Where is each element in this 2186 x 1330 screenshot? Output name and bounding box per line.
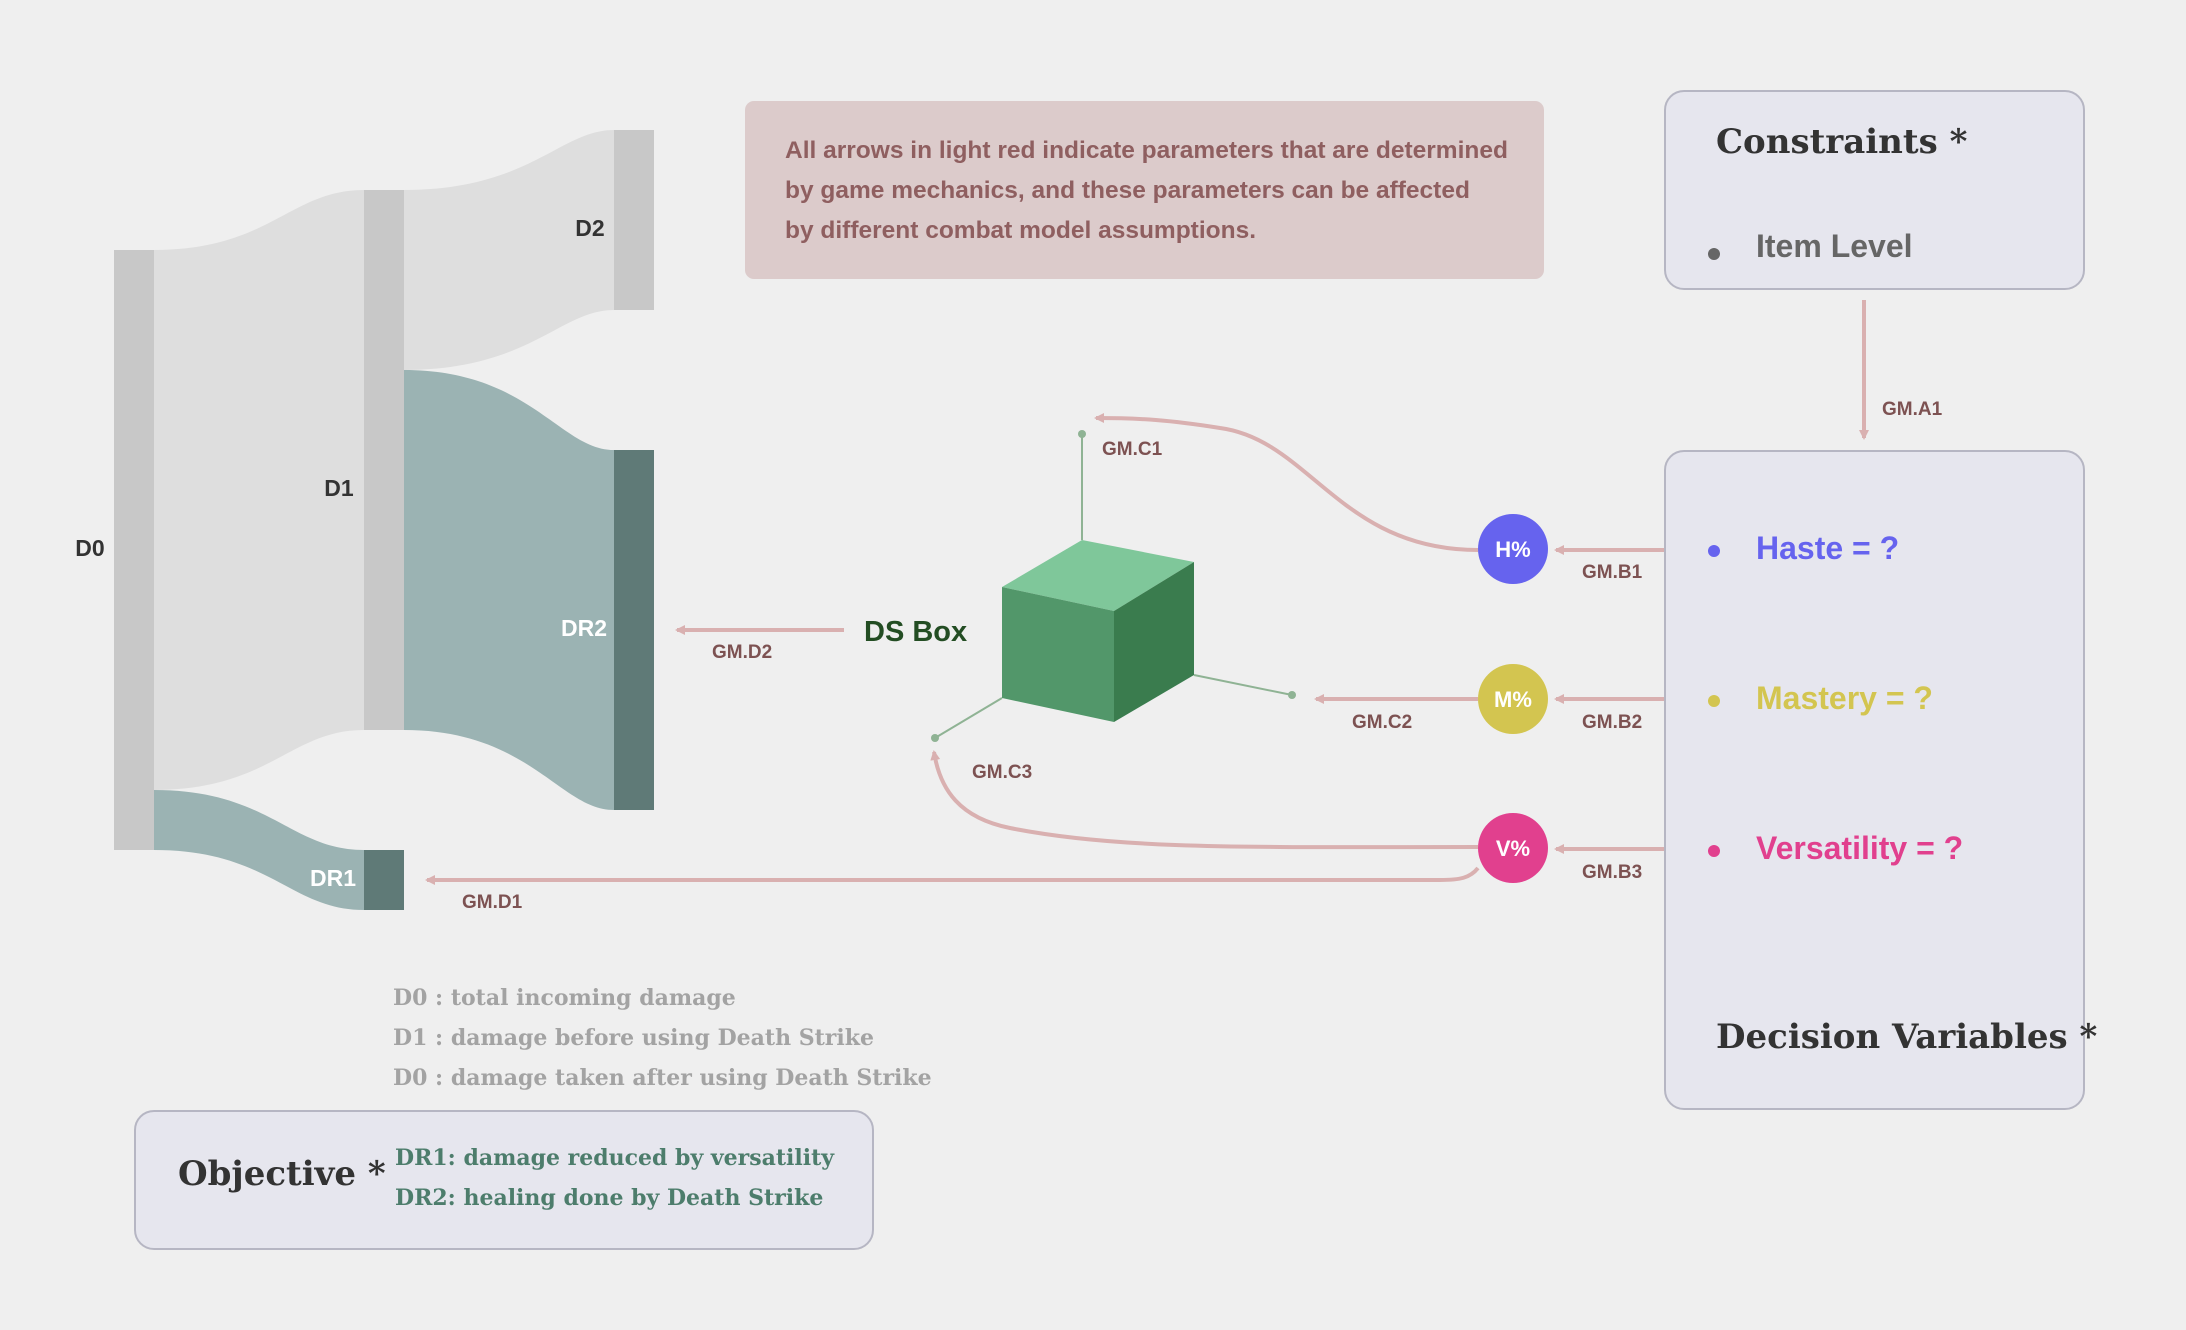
sankey-label-d1: D1 bbox=[324, 475, 354, 501]
decision-var-haste: Haste = ? bbox=[1756, 530, 1900, 566]
decision-variables-card: Haste = ? Mastery = ? Versatility = ? De… bbox=[1664, 450, 2097, 1110]
cube-left-face bbox=[1002, 587, 1114, 722]
cube-right-face bbox=[1114, 562, 1194, 722]
sankey-diagram: D0 D1 D2 DR2 DR1 bbox=[75, 130, 654, 910]
label-gm-b2: GM.B2 bbox=[1582, 712, 1642, 733]
label-gm-d1: GM.D1 bbox=[462, 892, 523, 913]
sankey-label-d2: D2 bbox=[575, 215, 604, 241]
bullet-dot-icon bbox=[1708, 545, 1720, 557]
sankey-node-dr2 bbox=[614, 450, 654, 810]
decision-variables-title: Decision Variables * bbox=[1716, 1017, 2098, 1057]
mechanics-note: All arrows in light red indicate paramet… bbox=[745, 101, 1544, 279]
node-haste: H% bbox=[1478, 514, 1548, 584]
note-line: by game mechanics, and these parameters … bbox=[785, 177, 1470, 204]
node-versatility: V% bbox=[1478, 813, 1548, 883]
node-haste-circle bbox=[1478, 514, 1548, 584]
flow-d1-dr2 bbox=[404, 370, 614, 810]
cube-axis-c3 bbox=[934, 697, 1003, 739]
bullet-dot-icon bbox=[1708, 248, 1720, 260]
note-line: All arrows in light red indicate paramet… bbox=[785, 137, 1508, 164]
legend-d1: D1 : damage before using Death Strike bbox=[393, 1025, 874, 1051]
objective-card: Objective * DR1: damage reduced by versa… bbox=[134, 1110, 874, 1250]
sankey-node-d2 bbox=[614, 130, 654, 310]
label-gm-d2: GM.D2 bbox=[712, 642, 772, 663]
sankey-node-d0 bbox=[114, 250, 154, 850]
bullet-dot-icon bbox=[1708, 695, 1720, 707]
node-versatility-label: V% bbox=[1496, 836, 1530, 861]
node-versatility-circle bbox=[1478, 813, 1548, 883]
ds-box-cube-icon bbox=[931, 430, 1296, 742]
label-gm-a1: GM.A1 bbox=[1882, 399, 1943, 420]
cube-top-face bbox=[1002, 540, 1194, 611]
label-gm-c3: GM.C3 bbox=[972, 762, 1032, 783]
objective-dr1: DR1: damage reduced by versatility bbox=[395, 1145, 835, 1171]
arrows bbox=[425, 300, 1869, 885]
label-gm-c2: GM.C2 bbox=[1352, 712, 1412, 733]
cube-axis-c2-dot bbox=[1288, 691, 1296, 699]
legend-d0: D0 : total incoming damage bbox=[393, 985, 736, 1011]
node-mastery-circle bbox=[1478, 664, 1548, 734]
decision-var-mastery: Mastery = ? bbox=[1756, 680, 1933, 716]
legend-d0-after: D0 : damage taken after using Death Stri… bbox=[393, 1065, 932, 1091]
node-haste-label: H% bbox=[1495, 537, 1530, 562]
flow-d0-d1 bbox=[154, 190, 364, 790]
label-gm-b3: GM.B3 bbox=[1582, 862, 1642, 883]
flow-d1-d2 bbox=[404, 130, 614, 370]
cube-axis-c3-dot bbox=[931, 734, 939, 742]
arrow-gm-c1 bbox=[1094, 413, 1479, 552]
cube-axis-c1-dot bbox=[1078, 430, 1086, 438]
decision-var-versatility: Versatility = ? bbox=[1756, 830, 1964, 866]
ds-box-label: DS Box bbox=[864, 616, 967, 648]
bullet-dot-icon bbox=[1708, 845, 1720, 857]
objective-dr2: DR2: healing done by Death Strike bbox=[395, 1185, 824, 1211]
node-mastery: M% bbox=[1478, 664, 1548, 734]
note-line: by different combat model assumptions. bbox=[785, 217, 1257, 244]
sankey-label-dr1: DR1 bbox=[310, 865, 356, 891]
flow-d0-dr1 bbox=[154, 790, 364, 910]
sankey-label-d0: D0 bbox=[75, 535, 104, 561]
arrow-gm-c3 bbox=[930, 750, 1479, 850]
constraint-item-level: Item Level bbox=[1756, 228, 1913, 264]
constraints-title: Constraints * bbox=[1716, 122, 1968, 162]
constraints-card: Constraints * Item Level bbox=[1664, 90, 2085, 290]
objective-title: Objective * bbox=[178, 1154, 386, 1194]
node-mastery-label: M% bbox=[1494, 687, 1532, 712]
label-gm-c1: GM.C1 bbox=[1102, 439, 1163, 460]
sankey-label-dr2: DR2 bbox=[561, 615, 607, 641]
sankey-node-dr1 bbox=[364, 850, 404, 910]
label-gm-b1: GM.B1 bbox=[1582, 562, 1643, 583]
cube-axis-c2 bbox=[1193, 674, 1293, 696]
arrow-gm-d1 bbox=[425, 866, 1480, 885]
sankey-node-d1 bbox=[364, 190, 404, 730]
